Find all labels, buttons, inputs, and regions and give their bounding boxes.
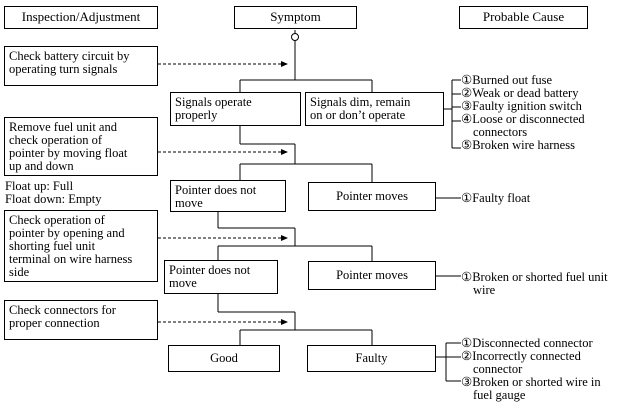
cause-weak-battery: ②Weak or dead battery [461, 86, 579, 100]
cause-incorrectly-connected-cont: connector [473, 362, 523, 376]
step-3-line-3: shorting fuel unit [9, 239, 96, 253]
step-2-line-1: Remove fuel unit and [9, 120, 117, 134]
connector-causes: ①Disconnected connector ②Incorrectly con… [461, 337, 601, 402]
float-note-line-2: Float down: Empty [5, 192, 102, 206]
step-3-line-4: terminal on wire harness [9, 252, 133, 266]
header-symptom: Symptom [234, 6, 357, 29]
cause-broken-harness: ⑤Broken wire harness [461, 138, 575, 152]
step-4-line-2: proper connection [9, 316, 100, 330]
pointer-not-move-2-line-1: Pointer does not [169, 263, 251, 277]
step-3-line-1: Check operation of [9, 213, 105, 227]
float-cause: ①Faulty float [461, 192, 530, 205]
header-inspection: Inspection/Adjustment [4, 6, 158, 29]
pointer-not-move-box-2: Pointer does not move [164, 260, 278, 294]
cause-loose-connectors: ④Loose or disconnected [461, 112, 585, 126]
good-box: Good [168, 345, 280, 372]
battery-causes: ①Burned out fuse ②Weak or dead battery ③… [461, 74, 585, 152]
step-2-box: Remove fuel unit and check operation of … [4, 117, 158, 176]
pointer-moves-box-2: Pointer moves [308, 261, 436, 290]
pointer-not-move-box-1: Pointer does not move [170, 180, 286, 212]
step-1-line-1: Check battery circuit by [9, 49, 130, 63]
pointer-not-move-1-line-2: move [175, 196, 203, 210]
step-1-line-2: operating turn signals [9, 62, 118, 76]
cause-broken-gauge-wire-cont: fuel gauge [473, 388, 526, 402]
signals-operate-line-1: Signals operate [175, 95, 252, 109]
float-note: Float up: Full Float down: Empty [5, 180, 102, 206]
signals-dim-box: Signals dim, remain on or don’t operate [305, 92, 444, 126]
pointer-not-move-2-line-2: move [169, 276, 197, 290]
harness-cause: ①Broken or shorted fuel unit wire [461, 271, 608, 297]
step-2-line-3: pointer by moving float [9, 146, 128, 160]
cause-disconnected: ①Disconnected connector [461, 336, 593, 350]
step-3-box: Check operation of pointer by opening an… [4, 210, 158, 282]
cause-loose-connectors-cont: connectors [473, 125, 528, 139]
pointer-moves-box-1: Pointer moves [308, 182, 436, 211]
float-note-line-1: Float up: Full [5, 179, 74, 193]
start-node [291, 33, 299, 41]
step-3-line-2: pointer by opening and [9, 226, 125, 240]
step-1-box: Check battery circuit by operating turn … [4, 46, 158, 86]
pointer-not-move-1-line-1: Pointer does not [175, 183, 257, 197]
signals-operate-line-2: properly [175, 108, 218, 122]
signals-dim-line-1: Signals dim, remain [310, 95, 411, 109]
cause-broken-gauge-wire: ③Broken or shorted wire in [461, 375, 601, 389]
cause-broken-fuel-unit-wire-cont: wire [473, 283, 496, 297]
header-probable-cause: Probable Cause [459, 6, 588, 29]
cause-ignition-switch: ③Faulty ignition switch [461, 99, 582, 113]
cause-faulty-float: ①Faulty float [461, 191, 531, 205]
faulty-box: Faulty [307, 345, 436, 372]
signals-dim-line-2: on or don’t operate [310, 108, 406, 122]
step-4-box: Check connectors for proper connection [4, 300, 158, 340]
step-3-line-5: side [9, 265, 30, 279]
cause-incorrectly-connected: ②Incorrectly connected [461, 349, 581, 363]
step-2-line-2: check operation of [9, 133, 103, 147]
cause-broken-fuel-unit-wire: ①Broken or shorted fuel unit [461, 270, 608, 284]
signals-operate-box: Signals operate properly [170, 92, 301, 126]
step-4-line-1: Check connectors for [9, 303, 116, 317]
cause-burned-fuse: ①Burned out fuse [461, 73, 553, 87]
step-2-line-4: up and down [9, 159, 74, 173]
